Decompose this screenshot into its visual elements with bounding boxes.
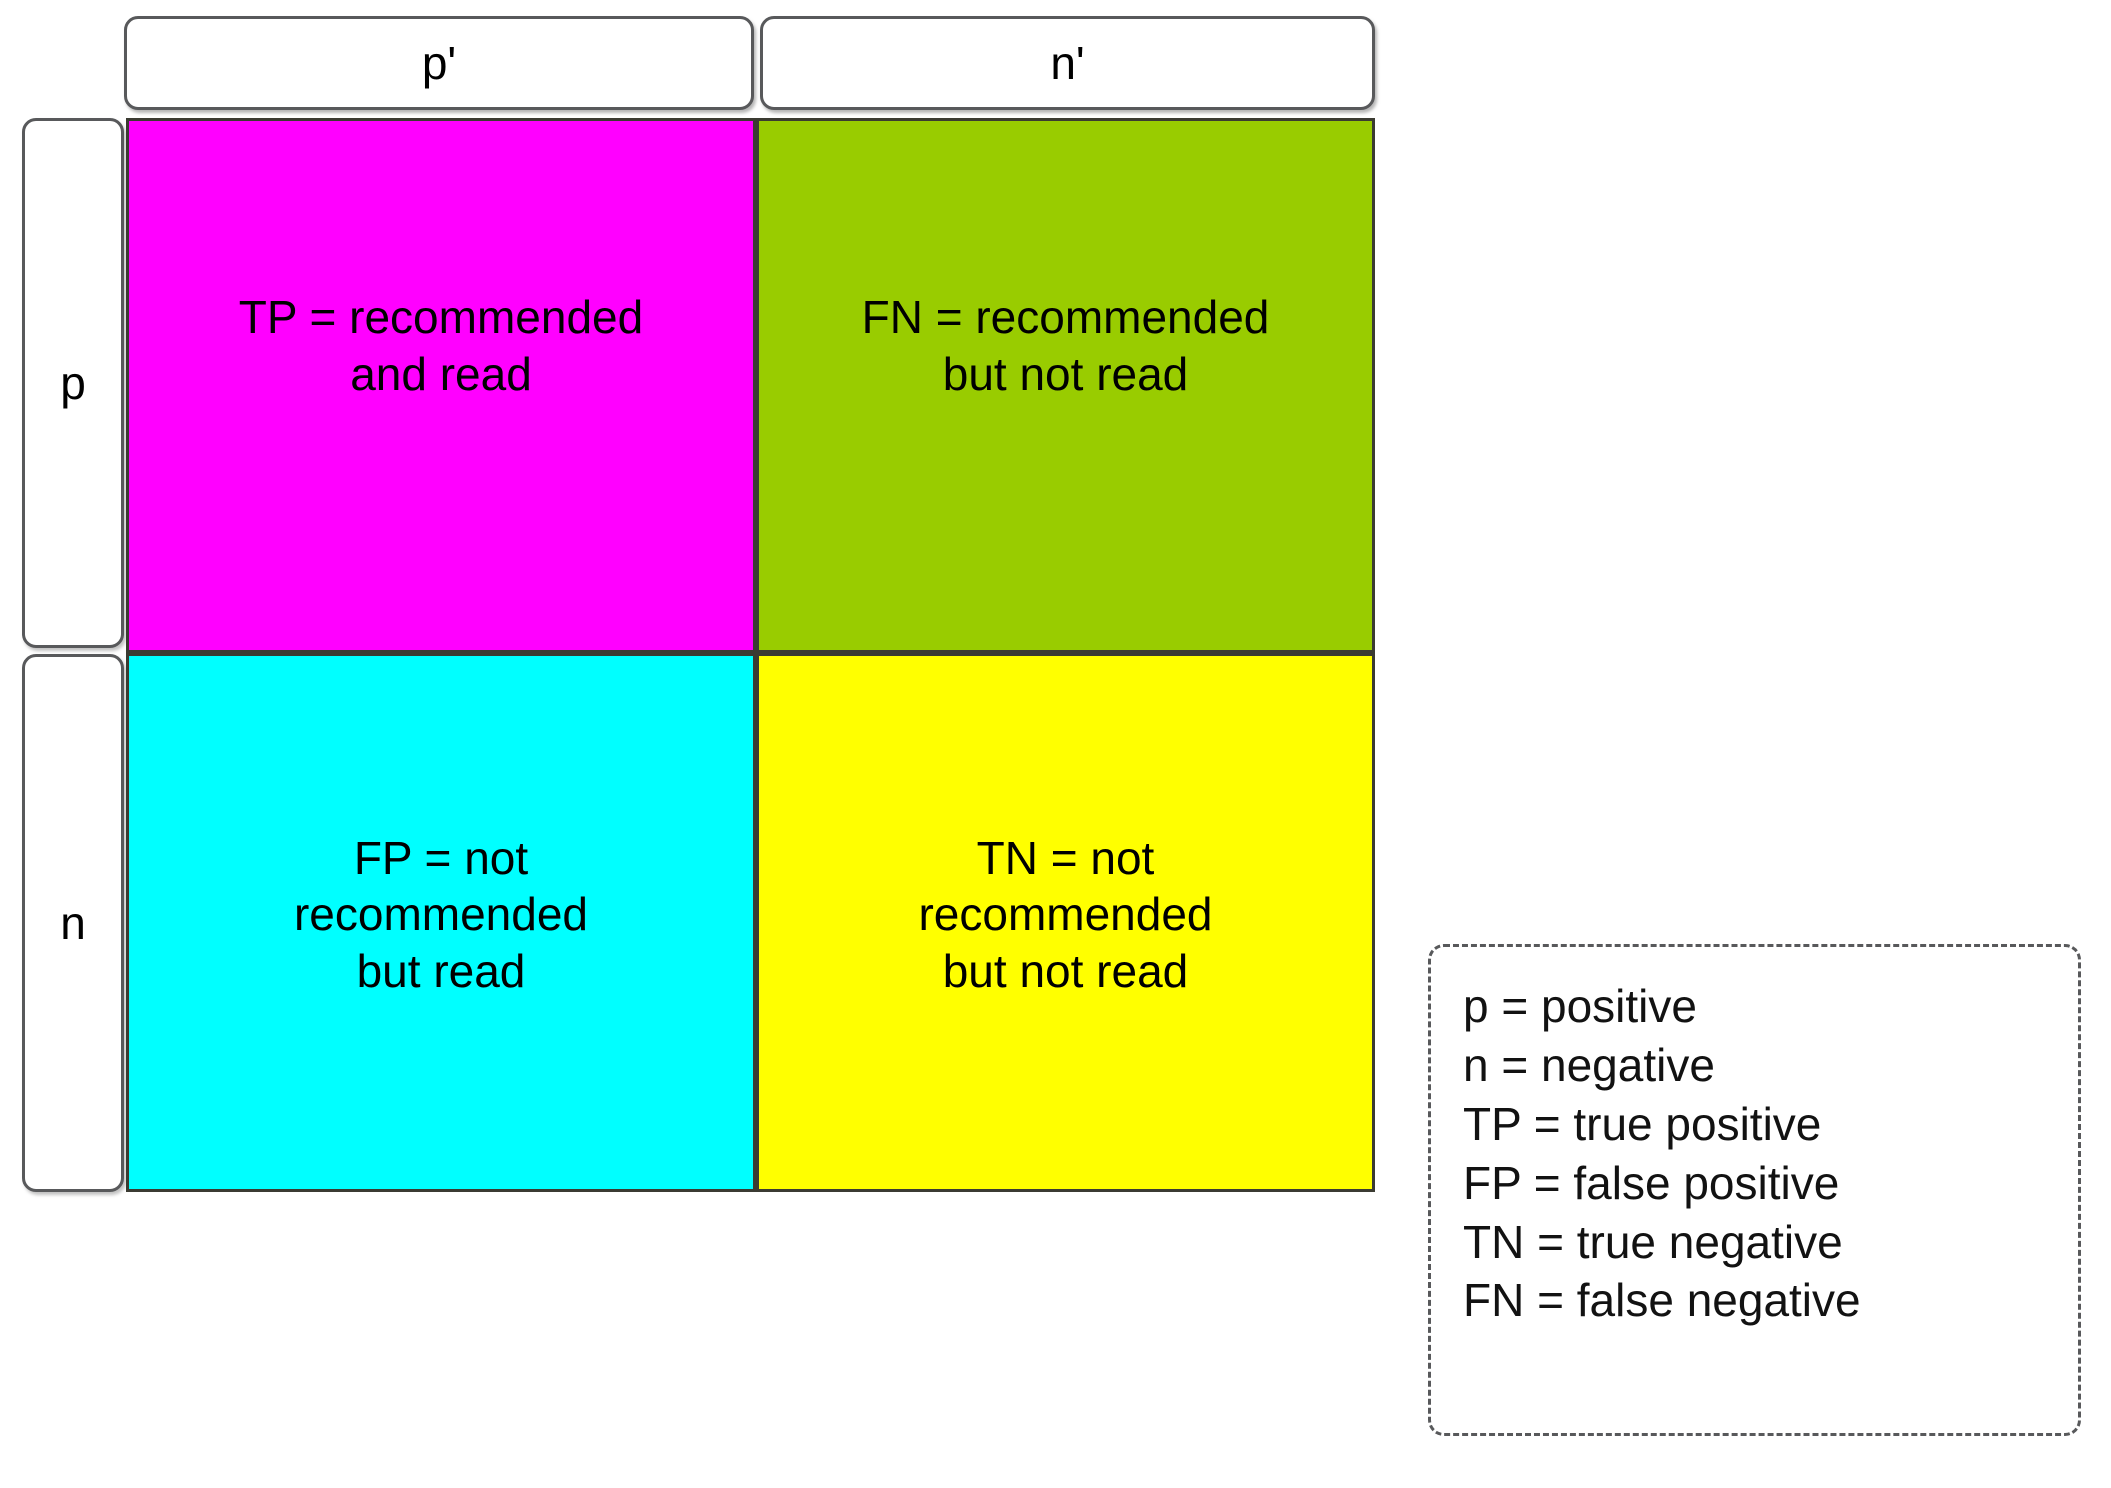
legend-item: FP = false positive (1463, 1156, 1840, 1209)
matrix-cell-true-negative: TN = not recommended but not read (756, 653, 1375, 1192)
matrix-cell-label: FN = recommended but not read (861, 291, 1270, 400)
legend-item: p = positive (1463, 980, 1697, 1032)
legend-item: TP = true positive (1463, 1097, 1822, 1150)
matrix-cell-label: FP = not recommended but read (293, 832, 589, 997)
matrix-cell-label: TP = recommended and read (238, 291, 644, 400)
matrix-cell-true-positive: TP = recommended and read (126, 118, 756, 653)
row-header-actual-negative: n (22, 654, 124, 1192)
matrix-cell-false-negative: FN = recommended but not read (756, 118, 1375, 653)
legend-item: n = negative (1463, 1038, 1715, 1091)
confusion-matrix-figure: p' n' p n TP = recommended and read FN =… (22, 16, 1375, 1192)
legend-box: p = positive n = negative TP = true posi… (1428, 944, 2081, 1436)
legend-item: FN = false negative (1463, 1274, 1861, 1327)
column-header-label: p' (421, 37, 457, 89)
matrix-cell-false-positive: FP = not recommended but read (126, 653, 756, 1192)
column-header-label: n' (1050, 37, 1085, 89)
column-header-predicted-positive: p' (124, 16, 754, 110)
row-header-label: n (60, 897, 86, 949)
row-header-actual-positive: p (22, 118, 124, 648)
row-header-label: p (60, 357, 86, 409)
matrix-grid: TP = recommended and read FN = recommend… (126, 118, 1375, 1192)
column-header-predicted-negative: n' (760, 16, 1375, 110)
matrix-cell-label: TN = not recommended but not read (918, 832, 1213, 997)
legend-item: TN = true negative (1463, 1215, 1843, 1268)
